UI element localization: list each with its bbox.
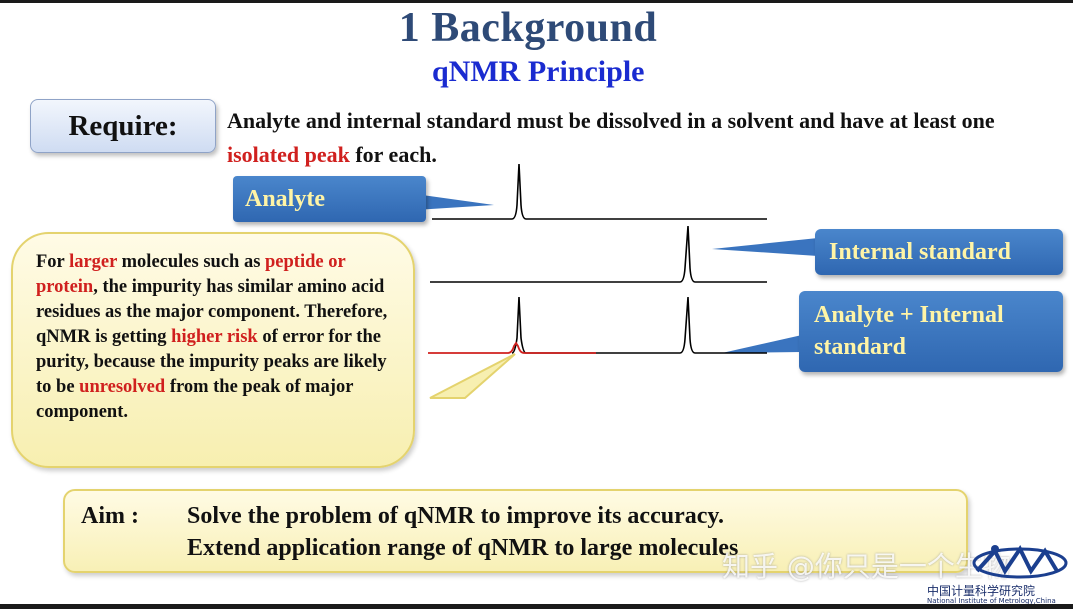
analyte-callout: Analyte: [233, 176, 426, 222]
note-text-7: unresolved: [79, 377, 166, 397]
internal-standard-spectrum: [430, 225, 767, 283]
watermark-text: 知乎 @你只是一个生物: [722, 550, 1011, 583]
aim-box: Aim : Solve the problem of qNMR to impro…: [63, 489, 968, 573]
bottom-border: [0, 604, 1073, 609]
mixture-callout: Analyte + Internal standard: [799, 291, 1063, 372]
slide-subtitle: qNMR Principle: [432, 55, 645, 88]
org-name-cn: 中国计量科学研究院: [927, 584, 1036, 598]
note-callout: For larger molecules such as peptide or …: [11, 232, 415, 468]
note-text-0: For: [36, 252, 70, 272]
internal-standard-callout: Internal standard: [815, 229, 1063, 275]
note-text-2: molecules such as: [117, 252, 266, 272]
aim-line-1: Solve the problem of qNMR to improve its…: [187, 503, 725, 529]
top-border: [0, 0, 1073, 3]
is-callout-pointer: [712, 238, 818, 256]
nim-logo-icon: [972, 545, 1068, 579]
org-name-en: National Institute of Metrology,China: [927, 597, 1056, 605]
note-pointer: [429, 353, 516, 399]
require-text: Analyte and internal standard must be di…: [227, 104, 1047, 172]
note-text-1: larger: [69, 252, 118, 272]
note-text-8: from the peak of major component.: [36, 377, 354, 422]
note-text-4: , the impurity has similar amino acid re…: [36, 277, 388, 347]
aim-label: Aim :: [81, 503, 139, 529]
require-text-after: for each.: [349, 142, 437, 167]
aim-line-2: Extend application range of qNMR to larg…: [187, 535, 739, 561]
mixture-spectrum: [511, 296, 767, 354]
analyte-spectrum: [432, 163, 598, 220]
mix-callout-pointer: [722, 335, 802, 353]
require-text-before: Analyte and internal standard must be di…: [227, 108, 995, 133]
note-text-3: peptide or protein: [36, 252, 346, 297]
impurity-spectrum: [428, 341, 596, 354]
require-text-highlight: isolated peak: [227, 142, 350, 167]
note-text-5: higher risk: [171, 327, 258, 347]
require-label: Require:: [30, 99, 216, 153]
note-text-6: of error for the purity, because the imp…: [36, 327, 387, 397]
analyte-callout-pointer: [415, 194, 494, 210]
slide-title: 1 Background: [398, 5, 658, 51]
